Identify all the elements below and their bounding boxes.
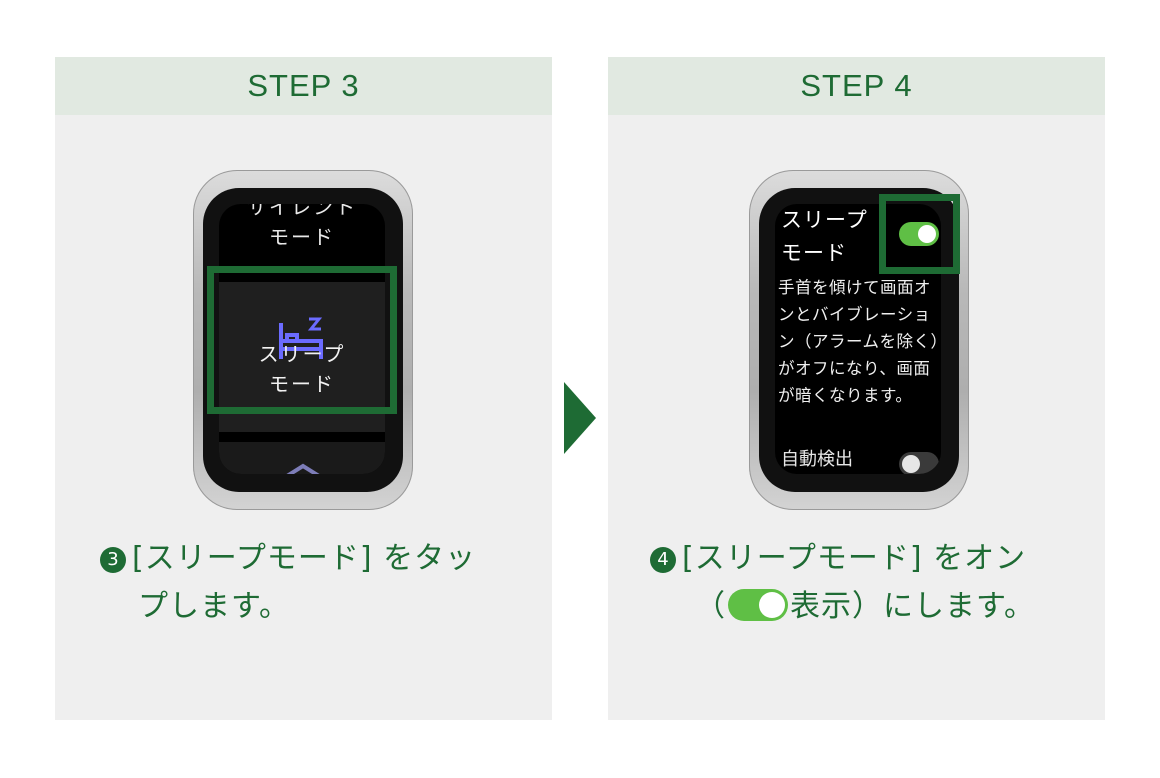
next-step-arrow-icon	[564, 382, 596, 454]
menu-item-silent-line2: モード	[269, 225, 335, 249]
step3-header: STEP 3	[55, 57, 552, 115]
step3-caption: 3[スリープモード] をタッ プします。	[100, 535, 530, 631]
sleep-mode-description: 手首を傾けて画面オンとバイブレーション（アラームを除く）がオフになり、画面が暗く…	[778, 278, 940, 405]
step-number-badge: 3	[100, 547, 126, 573]
auto-detect-label: 自動検出	[781, 449, 853, 470]
caption-line2-text: 表示）にします。	[790, 589, 1035, 624]
step4-watch-screen: スリープ モード 手首を傾けて画面オンとバイブレーション（アラームを除く）がオフ…	[775, 204, 941, 474]
step3-caption-line1: [スリープモード] をタッ	[132, 541, 477, 576]
setting-title-line1: スリープ	[781, 208, 868, 232]
sleep-mode-toggle[interactable]	[899, 222, 939, 246]
step3-caption-line2: プします。	[138, 589, 290, 624]
menu-item-silent-mode[interactable]: サイレント モード	[219, 204, 385, 252]
step3-panel: STEP 3	[55, 57, 552, 720]
step4-caption-line1: [スリープモード] をオン	[682, 541, 1027, 576]
toggle-knob	[902, 455, 920, 473]
toggle-knob	[759, 592, 785, 618]
step4-panel: STEP 4	[608, 57, 1105, 720]
step3-highlight-frame	[207, 266, 397, 414]
menu-item-silent-line1: サイレント	[247, 204, 357, 219]
step3-watch: サイレント モード スリープ モード	[193, 170, 413, 510]
bed-zz-icon	[279, 317, 323, 359]
step4-caption-line2: （ 表示）にします。	[650, 583, 1080, 631]
sleep-mode-setting-title: スリープ モード	[781, 204, 868, 270]
step-number-badge: 4	[650, 547, 676, 573]
auto-detect-toggle[interactable]	[899, 452, 939, 474]
toggle-on-icon	[728, 589, 788, 621]
menu-item-sleep-line1: スリープ	[258, 342, 346, 366]
toggle-knob	[918, 225, 936, 243]
setting-title-line2: モード	[781, 241, 847, 265]
step4-watch: スリープ モード 手首を傾けて画面オンとバイブレーション（アラームを除く）がオフ…	[749, 170, 969, 510]
step4-highlight-frame	[879, 194, 960, 274]
menu-item-sleep-line2: モード	[269, 372, 335, 396]
step4-caption: 4[スリープモード] をオン （ 表示）にします。	[650, 535, 1080, 631]
menu-item-sleep-label: スリープ モード	[219, 339, 385, 399]
step4-header: STEP 4	[608, 57, 1105, 115]
home-icon	[286, 463, 320, 474]
caption-open-paren: （	[695, 589, 726, 624]
